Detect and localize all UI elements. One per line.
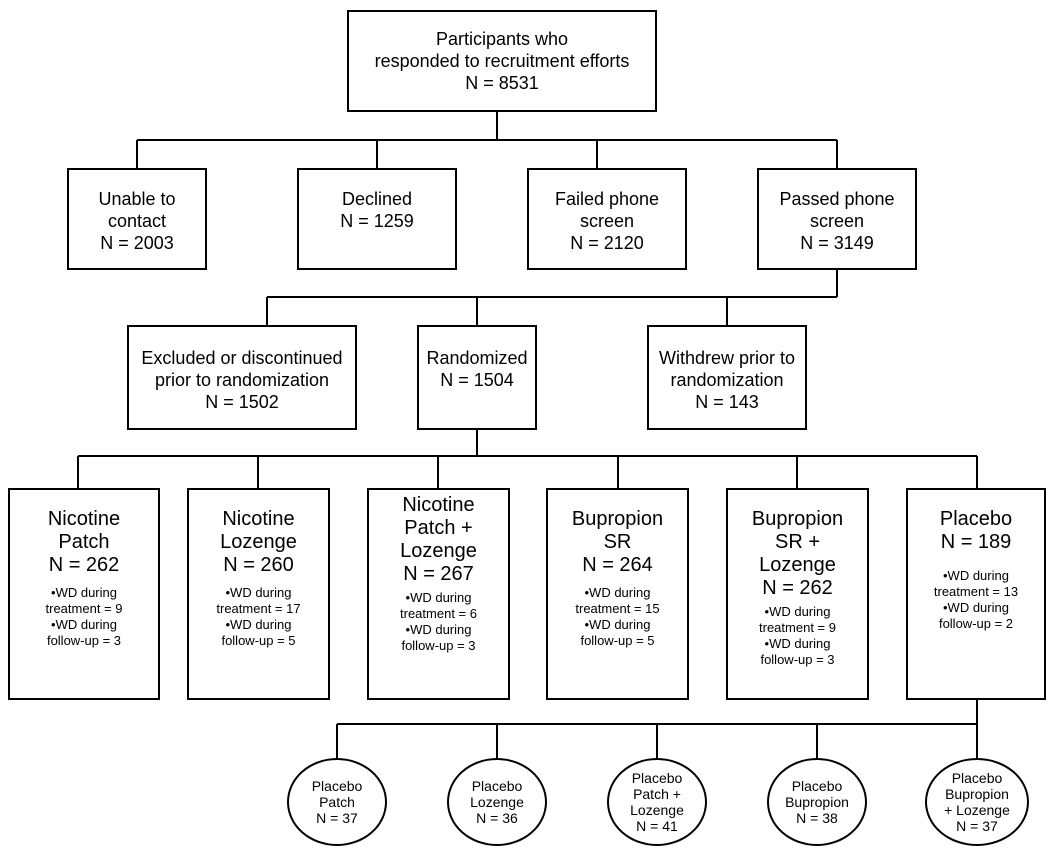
placebo-patch-lozenge-oval: Placebo Patch + Lozenge N = 41: [607, 758, 707, 846]
failed-phone-screen-text: Failed phone screen N = 2120: [554, 189, 660, 253]
arm-withdrawals: •WD during treatment = 6 •WD during foll…: [400, 590, 477, 653]
recruitment-box: Participants who responded to recruitmen…: [347, 10, 657, 112]
unable-to-contact-box: Unable to contact N = 2003: [67, 168, 207, 270]
placebo-lozenge-text: Placebo Lozenge N = 36: [470, 778, 524, 826]
arm-title: Bupropion SR N = 264: [571, 508, 664, 576]
unable-to-contact-text: Unable to contact N = 2003: [98, 189, 176, 253]
randomized-box: Randomized N = 1504: [417, 325, 537, 430]
placebo-bupropion-text: Placebo Bupropion N = 38: [785, 778, 849, 826]
arm-nicotine-lozenge: Nicotine Lozenge N = 260 •WD during trea…: [187, 488, 330, 700]
recruitment-text: Participants who responded to recruitmen…: [374, 29, 630, 93]
passed-phone-screen-text: Passed phone screen N = 3149: [779, 189, 895, 253]
arm-title: Nicotine Lozenge N = 260: [220, 508, 297, 576]
arm-title: Placebo N = 189: [939, 508, 1013, 553]
placebo-lozenge-oval: Placebo Lozenge N = 36: [447, 758, 547, 846]
arm-withdrawals: •WD during treatment = 15 •WD during fol…: [575, 585, 660, 648]
excluded-box: Excluded or discontinued prior to random…: [127, 325, 357, 430]
placebo-patch-lozenge-text: Placebo Patch + Lozenge N = 41: [630, 770, 684, 834]
placebo-bupropion-oval: Placebo Bupropion N = 38: [767, 758, 867, 846]
arm-placebo: Placebo N = 189 •WD during treatment = 1…: [906, 488, 1046, 700]
declined-text: Declined N = 1259: [340, 189, 414, 231]
arm-withdrawals: •WD during treatment = 9 •WD during foll…: [45, 585, 123, 648]
arm-title: Bupropion SR + Lozenge N = 262: [751, 508, 844, 599]
arm-title: Nicotine Patch N = 262: [47, 508, 121, 576]
placebo-bupropion-lozenge-oval: Placebo Bupropion + Lozenge N = 37: [925, 758, 1029, 846]
arm-bupropion-sr: Bupropion SR N = 264 •WD during treatmen…: [546, 488, 689, 700]
arm-nicotine-patch-lozenge: Nicotine Patch + Lozenge N = 267 •WD dur…: [367, 488, 510, 700]
arm-withdrawals: •WD during treatment = 13 •WD during fol…: [933, 568, 1019, 631]
placebo-bupropion-lozenge-text: Placebo Bupropion + Lozenge N = 37: [944, 770, 1010, 834]
passed-phone-screen-box: Passed phone screen N = 3149: [757, 168, 917, 270]
arm-withdrawals: •WD during treatment = 17 •WD during fol…: [216, 585, 301, 648]
excluded-text: Excluded or discontinued prior to random…: [141, 348, 343, 412]
withdrew-box: Withdrew prior to randomization N = 143: [647, 325, 807, 430]
declined-box: Declined N = 1259: [297, 168, 457, 270]
withdrew-text: Withdrew prior to randomization N = 143: [658, 348, 796, 412]
arm-withdrawals: •WD during treatment = 9 •WD during foll…: [759, 604, 836, 667]
arm-title: Nicotine Patch + Lozenge N = 267: [400, 494, 477, 585]
placebo-patch-oval: Placebo Patch N = 37: [287, 758, 387, 846]
randomized-text: Randomized N = 1504: [426, 348, 528, 390]
failed-phone-screen-box: Failed phone screen N = 2120: [527, 168, 687, 270]
arm-nicotine-patch: Nicotine Patch N = 262 •WD during treatm…: [8, 488, 160, 700]
placebo-patch-text: Placebo Patch N = 37: [311, 778, 363, 826]
arm-bupropion-sr-lozenge: Bupropion SR + Lozenge N = 262 •WD durin…: [726, 488, 869, 700]
